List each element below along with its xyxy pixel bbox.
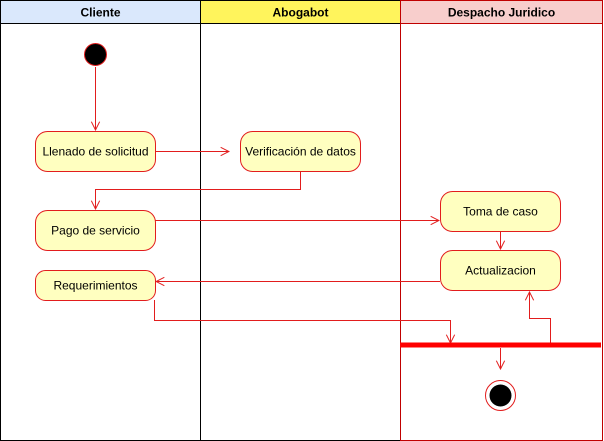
start-node: [84, 43, 107, 66]
edge-join-to-actualizacion: [530, 292, 551, 343]
node-requerimientos: Requerimientos: [35, 270, 156, 301]
node-actualizacion-label: Actualizacion: [465, 264, 536, 278]
lane-despacho-title: Despacho Juridico: [448, 6, 555, 20]
node-pago-shape: [35, 210, 156, 251]
node-requerimientos-label: Requerimientos: [53, 279, 137, 293]
lane-despacho-header: [400, 0, 603, 24]
end-node: [485, 380, 516, 411]
node-toma-label: Toma de caso: [463, 205, 538, 219]
node-pago-label: Pago de servicio: [51, 224, 140, 238]
node-requerimientos-shape: [35, 270, 156, 301]
edge-verificacion-to-pago: [96, 171, 301, 209]
node-pago: Pago de servicio: [35, 210, 156, 251]
node-llenado-label: Llenado de solicitud: [42, 145, 148, 159]
node-verificacion: Verificación de datos: [240, 131, 361, 172]
lane-cliente-title: Cliente: [80, 6, 120, 20]
lane-abogabot-title: Abogabot: [273, 6, 329, 20]
node-verificacion-label: Verificación de datos: [245, 145, 356, 159]
node-actualizacion-shape: [440, 250, 561, 291]
edge-requerimientos-to-join: [154, 300, 451, 343]
node-verificacion-shape: [240, 131, 361, 172]
node-llenado-shape: [35, 131, 156, 172]
node-actualizacion: Actualizacion: [440, 250, 561, 291]
node-llenado: Llenado de solicitud: [35, 131, 156, 172]
node-toma-shape: [440, 191, 561, 232]
join-bar: [400, 342, 601, 348]
node-toma: Toma de caso: [440, 191, 561, 232]
end-node-core: [489, 384, 512, 407]
